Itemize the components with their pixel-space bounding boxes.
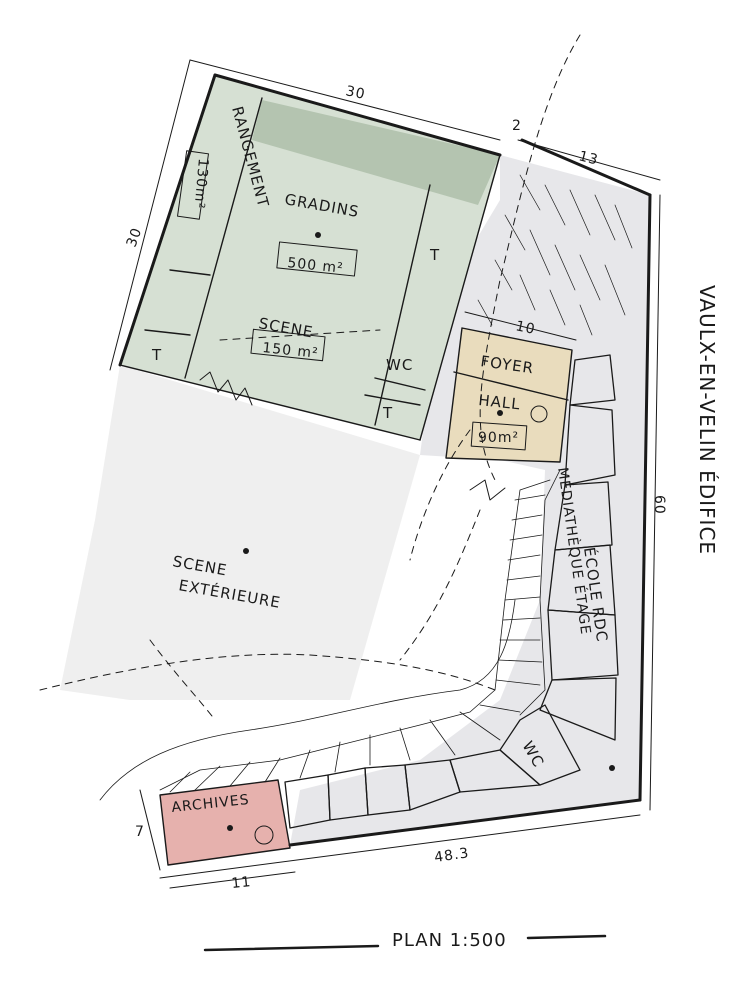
hall-dot: [497, 410, 503, 416]
gradins-upper-band: [252, 100, 500, 205]
scene-ext-dot: [243, 548, 249, 554]
label-t-right: T: [429, 246, 440, 264]
archives-elevator-icon: [254, 825, 274, 845]
archives-room: [160, 780, 290, 865]
gradins-dot: [315, 232, 321, 238]
label-gradins-area: 500 m²: [287, 255, 345, 277]
dim-archives-height: 7: [135, 824, 145, 840]
foyer-hall-area: [446, 328, 572, 462]
plan-title: PLAN 1:500: [392, 930, 507, 951]
dim-foyer-width: 10: [514, 318, 537, 338]
grey-area-hatching: [477, 174, 633, 336]
dim-left: 30: [124, 225, 146, 249]
dim-bottom: 48.3: [433, 845, 470, 866]
ecole-cells: [284, 354, 619, 829]
label-t-left: T: [151, 346, 162, 364]
label-wc: WC: [386, 356, 413, 374]
building-walls: [118, 73, 652, 866]
dim-right-side: 60: [651, 495, 667, 515]
dim-right-top: 13: [577, 148, 600, 168]
label-hall: HALL: [478, 391, 522, 413]
label-rangement-area-box: 130m²: [177, 150, 211, 220]
label-scene-area-box: 150 m²: [250, 328, 326, 362]
label-city-vertical: VAULX-EN-VELIN ÉDIFICE: [695, 285, 719, 555]
label-gradins-area-box: 500 m²: [276, 241, 358, 277]
terrain-hatching: [99, 469, 561, 801]
scene-exterieure-area: [60, 365, 420, 700]
title-rule-right: [526, 934, 607, 940]
label-t-bottom: T: [382, 404, 393, 422]
ecole-dot: [609, 765, 615, 771]
dim-top: 30: [344, 83, 367, 103]
dimension-lines: [109, 59, 661, 889]
dim-archives-width: 11: [231, 874, 252, 892]
label-rangement-area: 130m²: [191, 158, 211, 210]
label-scene-area: 150 m²: [262, 340, 320, 362]
dashed-paths: [39, 34, 581, 721]
label-hall-area: 90m²: [478, 430, 519, 446]
title-rule-left: [203, 944, 380, 952]
label-hall-area-box: 90m²: [470, 421, 528, 451]
jagged-edge-hall: [469, 479, 506, 501]
site-ground: [290, 155, 650, 845]
dim-gap: 2: [512, 118, 522, 134]
archives-dot: [227, 825, 233, 831]
jagged-edge-scene: [199, 371, 253, 406]
hall-elevator-icon: [530, 405, 548, 423]
